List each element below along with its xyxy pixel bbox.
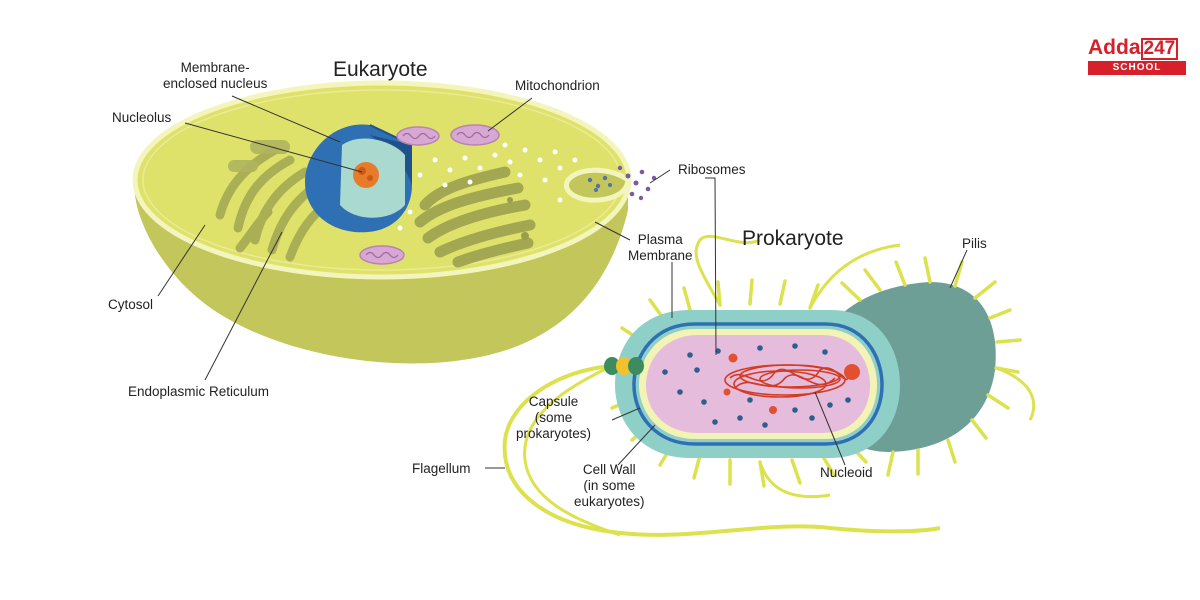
logo-number: 247 bbox=[1141, 38, 1179, 60]
label-nucleolus: Nucleolus bbox=[112, 110, 171, 126]
label-flagellum: Flagellum bbox=[412, 461, 471, 477]
label-nucleus: Membrane- enclosed nucleus bbox=[163, 60, 267, 92]
label-endoplasmic-reticulum: Endoplasmic Reticulum bbox=[128, 384, 269, 400]
label-cytosol: Cytosol bbox=[108, 297, 153, 313]
flagellum-motor bbox=[604, 357, 644, 375]
label-nucleoid: Nucleoid bbox=[820, 465, 873, 481]
label-pilis: Pilis bbox=[962, 236, 987, 252]
eukaryote-cell bbox=[135, 83, 657, 363]
nucleolus bbox=[353, 162, 379, 188]
label-ribosomes: Ribosomes bbox=[678, 162, 746, 178]
label-cell-wall: Cell Wall (in some eukaryotes) bbox=[574, 462, 645, 510]
label-plasma-membrane: Plasma Membrane bbox=[628, 232, 693, 264]
logo-school: SCHOOL bbox=[1088, 61, 1186, 75]
prokaryote-title: Prokaryote bbox=[742, 227, 844, 251]
logo-brand: Adda bbox=[1088, 36, 1141, 59]
label-mitochondrion: Mitochondrion bbox=[515, 78, 600, 94]
label-capsule: Capsule (some prokaryotes) bbox=[516, 394, 591, 442]
eukaryote-title: Eukaryote bbox=[333, 58, 428, 82]
